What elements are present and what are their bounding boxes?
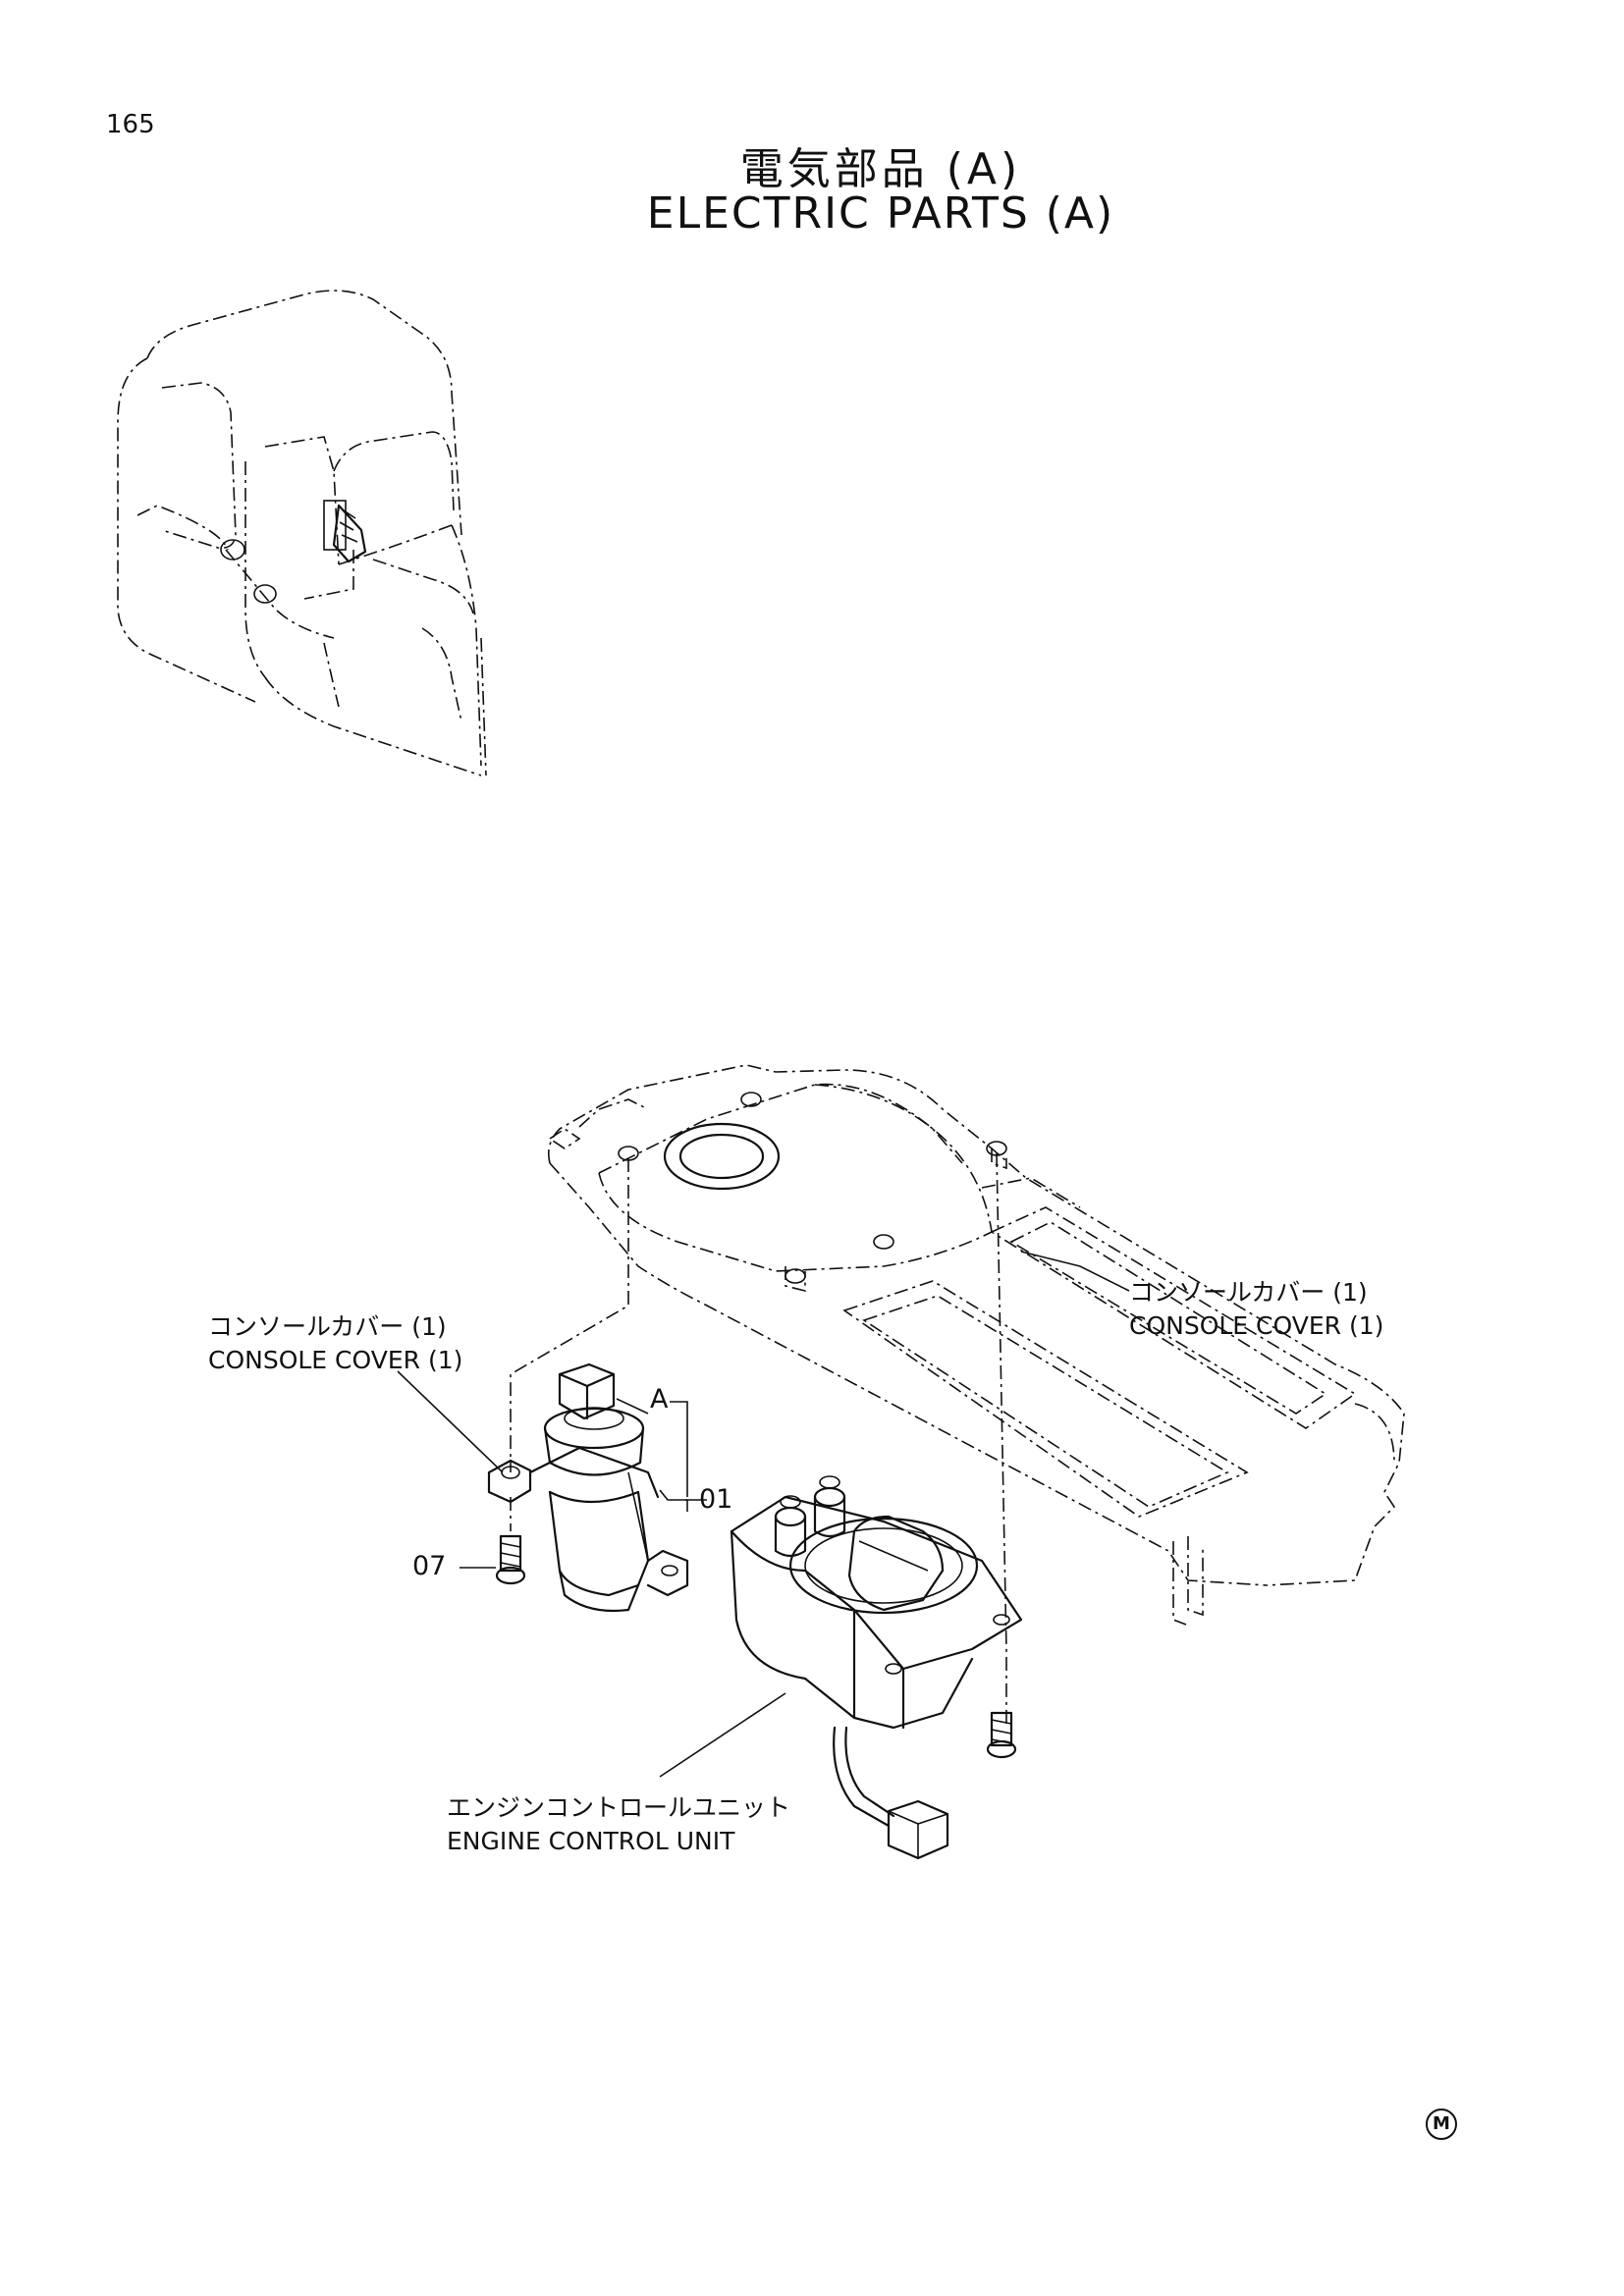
- callout-a: A: [650, 1384, 669, 1415]
- callout-07: 07: [412, 1551, 447, 1581]
- label-japanese: コンソールカバー (1): [208, 1312, 447, 1341]
- label-console-cover-left: コンソールカバー (1) CONSOLE COVER (1): [208, 1310, 462, 1377]
- screw-icon: [986, 1711, 1017, 1759]
- registered-mark: M: [1426, 2109, 1457, 2140]
- console-cover-icon: [547, 1064, 1405, 1626]
- label-console-cover-right: コンソールカバー (1) CONSOLE COVER (1): [1129, 1276, 1383, 1343]
- label-engine-control-unit: エンジンコントロールユニット ENGINE CONTROL UNIT: [447, 1791, 790, 1858]
- label-english: CONSOLE COVER (1): [1129, 1311, 1384, 1340]
- key-switch-icon: [487, 1362, 689, 1613]
- excavator-cab-icon: [117, 290, 487, 776]
- label-japanese: エンジンコントロールユニット: [447, 1793, 791, 1822]
- page-title: ELECTRIC PARTS (A): [646, 188, 1115, 239]
- label-english: ENGINE CONTROL UNIT: [447, 1827, 735, 1855]
- engine-control-unit-icon: [730, 1475, 1023, 1860]
- page-number: 165: [106, 110, 155, 139]
- label-english: CONSOLE COVER (1): [208, 1346, 463, 1374]
- label-japanese: コンソールカバー (1): [1129, 1278, 1368, 1307]
- page-title-japanese: 電気部品 (A): [739, 144, 1022, 194]
- callout-01: 01: [699, 1484, 733, 1515]
- screw-icon: [495, 1534, 526, 1585]
